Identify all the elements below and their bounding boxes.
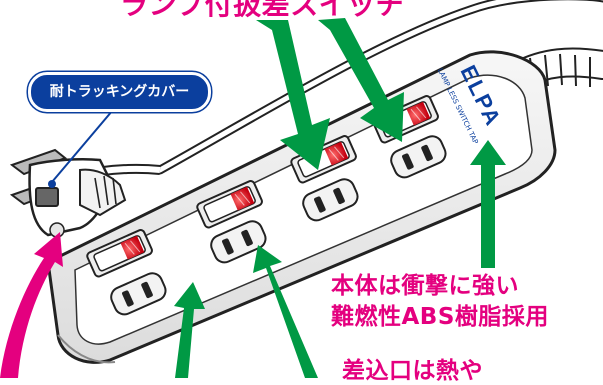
socket-note: 差込口は熱や xyxy=(342,358,483,384)
outlets xyxy=(110,135,447,316)
arrow-to-outlet-1 xyxy=(174,282,205,378)
switch-1 xyxy=(86,229,153,278)
green-arrows xyxy=(174,18,506,378)
arrow-to-switch-4 xyxy=(318,18,404,142)
plug xyxy=(9,148,127,238)
arrow-to-switch-3 xyxy=(256,20,330,170)
outlet-4 xyxy=(390,135,447,179)
switch-3 xyxy=(290,135,357,184)
body-strength-line1: 本体は衝撃に強い xyxy=(331,273,519,299)
arrow-to-outlet-2 xyxy=(253,245,318,378)
top-caption: ランプ付扱差スイッチ xyxy=(120,0,405,21)
outlet-3 xyxy=(302,178,359,222)
outlet-1 xyxy=(110,272,167,316)
arrow-to-right-outlet xyxy=(470,140,506,268)
tracking-cover-label: 耐トラッキングカバー xyxy=(28,72,211,112)
tracking-cover-pointer xyxy=(48,103,119,188)
magenta-arrow xyxy=(0,232,63,378)
body-strength-line2: 難燃性ABS樹脂採用 xyxy=(331,304,549,330)
outlet-2 xyxy=(210,220,267,264)
switch-2 xyxy=(196,180,263,229)
